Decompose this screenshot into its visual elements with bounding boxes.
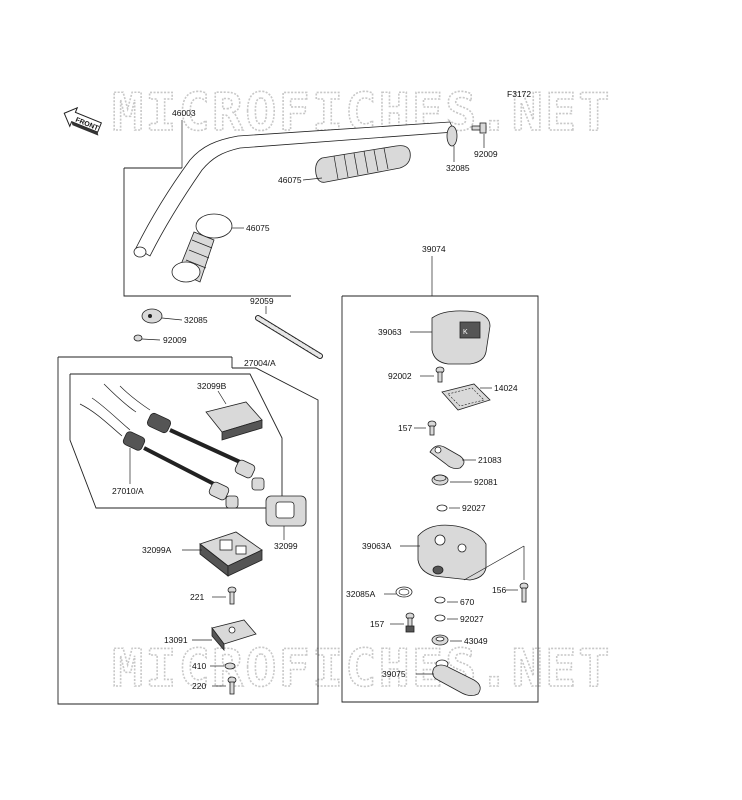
left-switch-group-outline [57,357,319,705]
callout-156: 156 [492,585,506,595]
callout-46075-right: 46075 [278,175,302,185]
callout-92009-right: 92009 [474,149,498,159]
left-end-screw [133,334,143,342]
seal-43049 [431,634,449,646]
callout-39063A: 39063A [362,541,392,551]
callout-32085A: 32085A [346,589,376,599]
callout-43049: 43049 [464,636,488,646]
callout-92002: 92002 [388,371,412,381]
throttle-lever [432,659,481,696]
callout-39075: 39075 [382,669,406,679]
callout-14024: 14024 [494,383,518,393]
bolt-156 [519,582,529,603]
throttle-group-outline [341,295,539,703]
switch-cover [205,401,263,441]
callout-39063: 39063 [378,327,402,337]
callout-46075-left: 46075 [246,223,270,233]
callout-92009-left: 92009 [163,335,187,345]
screw-157-bottom [405,612,415,633]
lever-21083 [429,445,465,469]
callout-46003: 46003 [172,108,196,118]
callout-39074: 39074 [422,244,446,254]
gasket-14024 [441,383,491,411]
callout-92027-bottom: 92027 [460,614,484,624]
wire-harness-box [69,373,283,509]
right-grip [315,145,411,183]
throttle-cable [255,315,323,359]
figure-code: F3172 [507,89,531,99]
callout-221: 221 [190,592,204,602]
callout-27004A: 27004/A [244,358,276,368]
callout-32099: 32099 [274,541,298,551]
callout-92059: 92059 [250,296,274,306]
clamp-13091 [211,619,257,652]
callout-32085-left: 32085 [184,315,208,325]
left-grip [171,213,233,283]
callout-32099B: 32099B [197,381,227,391]
callout-27010A: 27010/A [112,486,144,496]
watermark-bottom: MICROFICHES.NET [112,639,612,699]
switch-housing-upper [265,495,307,527]
screw-157-top [427,420,437,436]
o-ring-670 [434,596,446,604]
right-end-screw [471,122,487,134]
callout-670: 670 [460,597,474,607]
callout-92081: 92081 [474,477,498,487]
handlebar-group-outline [123,168,291,297]
spring-92081 [431,474,449,486]
washer-92027-top [436,504,448,512]
callout-157-bottom: 157 [370,619,384,629]
throttle-housing [417,524,487,581]
spring-washer-32085A [395,586,413,598]
wire-harness [79,383,265,509]
throttle-cover: K [431,310,491,365]
washer-410 [224,662,236,670]
right-end-cap [446,125,458,147]
callout-410: 410 [192,661,206,671]
screw-92002 [435,366,445,383]
callout-220: 220 [192,681,206,691]
screw-220 [227,676,237,695]
callout-13091: 13091 [164,635,188,645]
front-arrow-icon: FRONT [63,106,103,136]
switch-housing-lower [199,531,263,577]
callout-32085-right: 32085 [446,163,470,173]
callout-157-top: 157 [398,423,412,433]
svg-text:K: K [463,329,468,336]
washer-92027-bottom [434,614,446,622]
callout-32099A: 32099A [142,545,172,555]
callout-92027-top: 92027 [462,503,486,513]
callout-21083: 21083 [478,455,502,465]
screw-221 [227,586,237,605]
